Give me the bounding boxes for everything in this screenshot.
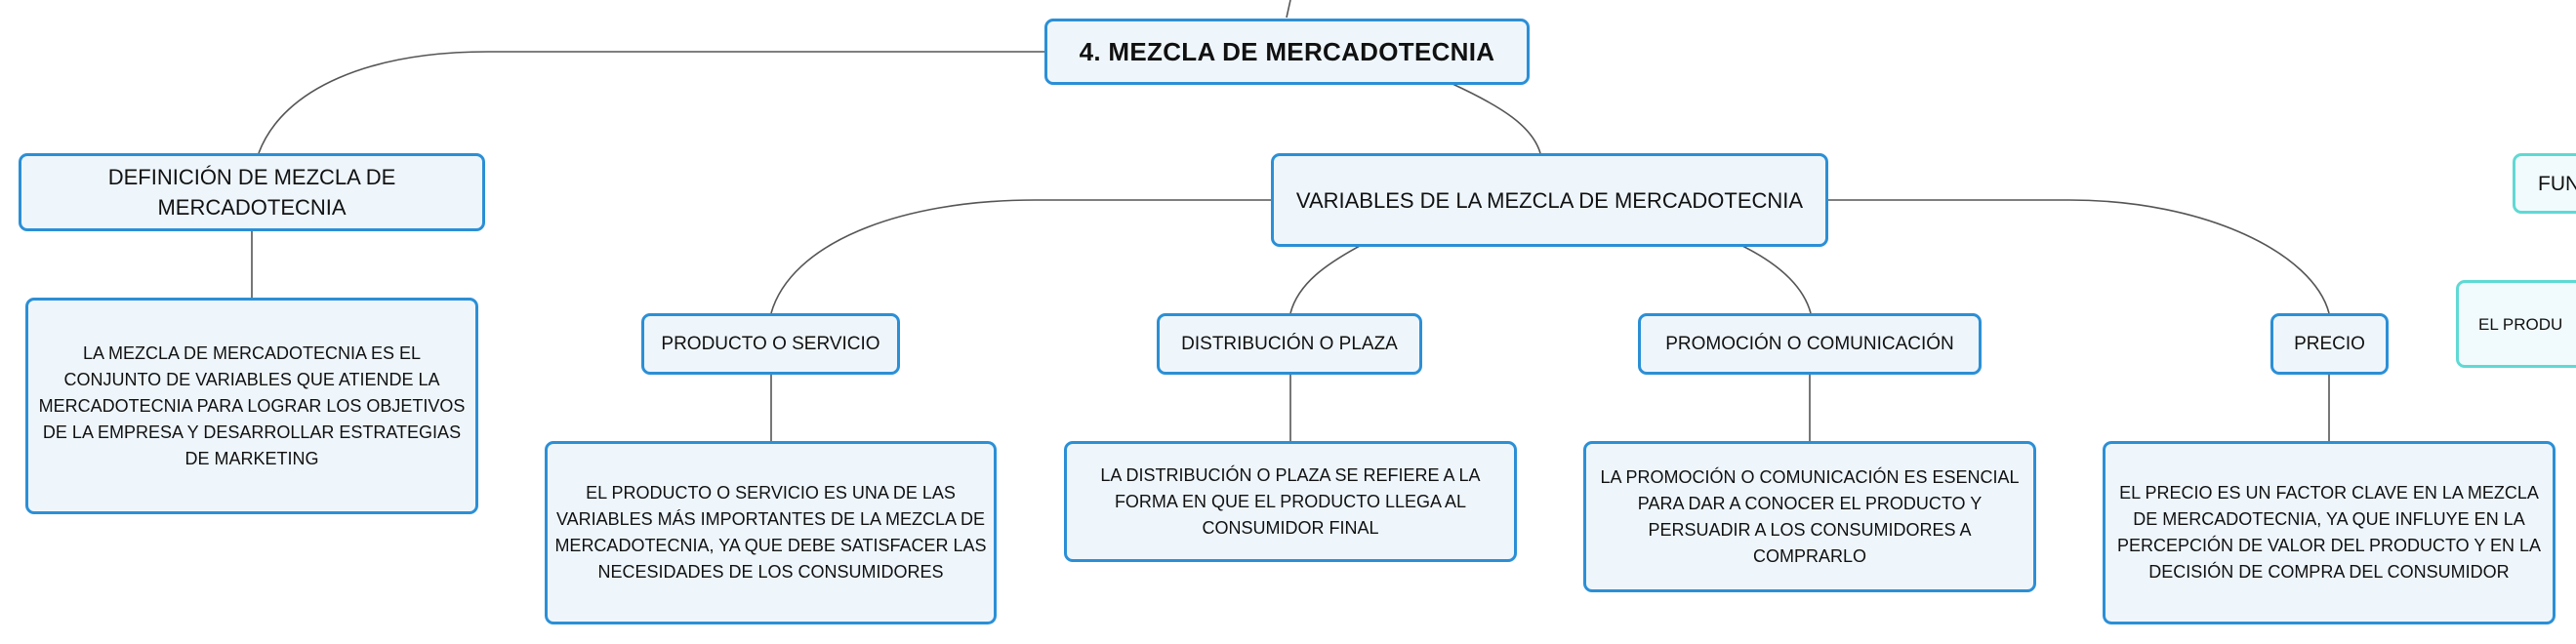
- variable-product-label: PRODUCTO O SERVICIO: [661, 333, 880, 354]
- variable-price-label: PRECIO: [2294, 333, 2365, 354]
- connector-root-parent: [1286, 0, 1291, 19]
- product-description[interactable]: EL PRODUCTO O SERVICIO ES UNA DE LAS VAR…: [545, 441, 997, 624]
- price-description[interactable]: EL PRECIO ES UN FACTOR CLAVE EN LA MEZCL…: [2103, 441, 2556, 624]
- functions-topic-label: FUN: [2538, 172, 2576, 195]
- definition-description[interactable]: LA MEZCLA DE MERCADOTECNIA ES EL CONJUNT…: [25, 298, 478, 514]
- variable-distribution-label: DISTRIBUCIÓN O PLAZA: [1181, 333, 1398, 354]
- product-description-text: EL PRODUCTO O SERVICIO ES UNA DE LAS VAR…: [554, 483, 987, 582]
- promotion-description[interactable]: LA PROMOCIÓN O COMUNICACIÓN ES ESENCIAL …: [1583, 441, 2036, 592]
- variable-product[interactable]: PRODUCTO O SERVICIO: [641, 313, 900, 375]
- root-topic[interactable]: 4. MEZCLA DE MERCADOTECNIA: [1044, 19, 1530, 85]
- connector-variables-promotion: [1741, 245, 1812, 314]
- variable-distribution[interactable]: DISTRIBUCIÓN O PLAZA: [1157, 313, 1422, 375]
- price-description-text: EL PRECIO ES UN FACTOR CLAVE EN LA MEZCL…: [2116, 483, 2542, 582]
- variables-topic[interactable]: VARIABLES DE LA MEZCLA DE MERCADOTECNIA: [1271, 153, 1828, 247]
- definition-topic-label: DEFINICIÓN DE MEZCLA DE MERCADOTECNIA: [107, 165, 396, 220]
- distribution-description[interactable]: LA DISTRIBUCIÓN O PLAZA SE REFIERE A LA …: [1064, 441, 1517, 562]
- functions-description-text: EL PRODU: [2478, 314, 2563, 334]
- connector-root-variables: [1452, 83, 1541, 154]
- variable-promotion[interactable]: PROMOCIÓN O COMUNICACIÓN: [1638, 313, 1982, 375]
- connector-variables-distribution: [1289, 245, 1361, 314]
- distribution-description-text: LA DISTRIBUCIÓN O PLAZA SE REFIERE A LA …: [1100, 464, 1481, 538]
- connector-root-definition: [258, 51, 1044, 154]
- connector-variables-product: [770, 199, 1271, 314]
- functions-topic-partial[interactable]: FUN: [2513, 153, 2576, 214]
- connector-variables-price: [1828, 199, 2330, 314]
- functions-description-partial[interactable]: EL PRODU: [2456, 280, 2576, 368]
- definition-description-text: LA MEZCLA DE MERCADOTECNIA ES EL CONJUNT…: [38, 342, 466, 468]
- variable-price[interactable]: PRECIO: [2270, 313, 2389, 375]
- root-topic-label: 4. MEZCLA DE MERCADOTECNIA: [1079, 36, 1495, 66]
- variable-promotion-label: PROMOCIÓN O COMUNICACIÓN: [1665, 333, 1954, 354]
- promotion-description-text: LA PROMOCIÓN O COMUNICACIÓN ES ESENCIAL …: [1600, 466, 2020, 566]
- definition-topic[interactable]: DEFINICIÓN DE MEZCLA DE MERCADOTECNIA: [19, 153, 485, 231]
- variables-topic-label: VARIABLES DE LA MEZCLA DE MERCADOTECNIA: [1295, 187, 1804, 213]
